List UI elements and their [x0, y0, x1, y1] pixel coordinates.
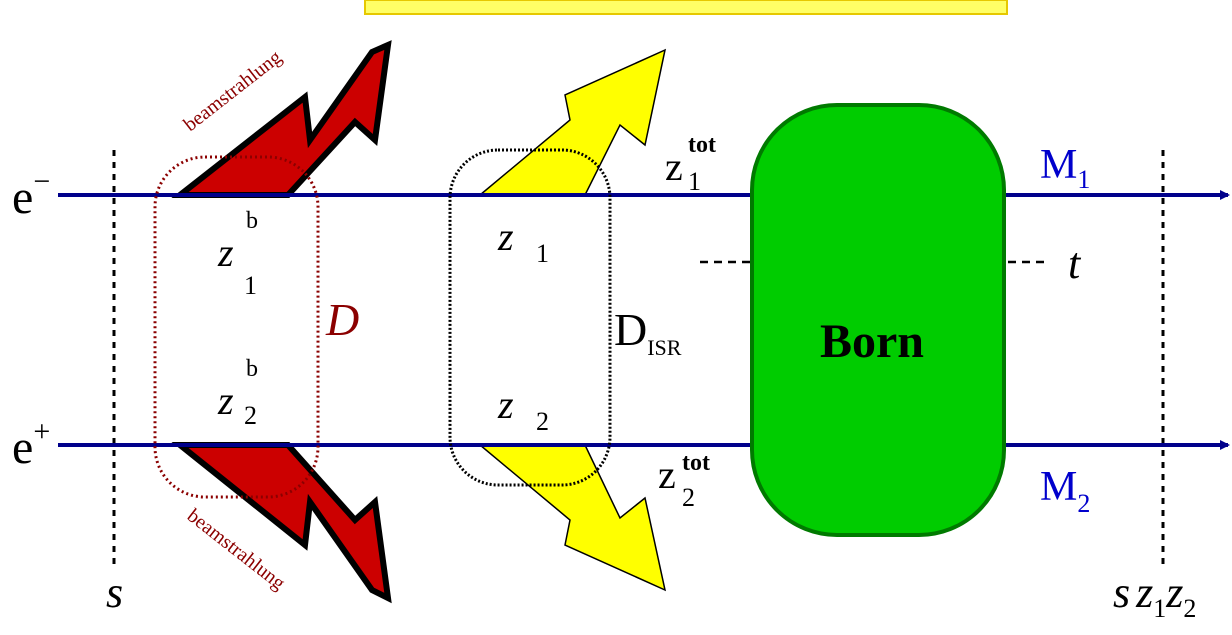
title-box: [364, 0, 1008, 15]
z2b-base: z: [217, 378, 234, 423]
z1-sub: 1: [536, 239, 549, 268]
isr-box: [448, 148, 612, 487]
m2-sub: 2: [1077, 489, 1090, 518]
z1tot-base: z: [665, 144, 683, 189]
d-isr-sub: ISR: [647, 335, 682, 360]
positron-label: e+: [12, 415, 50, 474]
z2tot-base: z: [658, 452, 676, 497]
z2b-sup: b: [246, 356, 258, 382]
z1-base: z: [497, 214, 514, 259]
m1-label: M1: [1040, 142, 1090, 194]
z2-sub: 2: [536, 407, 549, 436]
positron-charge: +: [33, 415, 50, 448]
z2tot-sub: 2: [682, 483, 695, 512]
electron-base: e: [12, 171, 33, 224]
z2b-sub: 2: [244, 401, 257, 430]
z2b-label: zb 2: [217, 356, 258, 430]
isr-top-arrow: [477, 48, 667, 196]
electron-charge: −: [33, 165, 50, 198]
sz1z2-z1-sub: 1: [1153, 594, 1166, 623]
m2-base: M: [1040, 464, 1077, 510]
sz1z2-z1: z: [1135, 568, 1153, 617]
z1b-sup: b: [246, 208, 258, 234]
z2-base: z: [497, 382, 514, 427]
isr-bottom-arrow: [477, 444, 667, 592]
z1tot-sub: 1: [688, 167, 701, 196]
d-label: D: [325, 294, 359, 345]
d-isr-label: DISR: [614, 304, 682, 360]
positron-base: e: [12, 421, 33, 474]
m2-label: M2: [1040, 464, 1090, 518]
t-label: t: [1068, 239, 1082, 288]
sz1z2-s: s: [1113, 568, 1130, 617]
d-isr-base: D: [614, 304, 647, 355]
beamstrahlung-bottom-arrow: [171, 442, 392, 604]
m1-sub: 1: [1077, 165, 1090, 194]
m1-base: M: [1040, 142, 1077, 188]
electron-label: e−: [12, 165, 50, 224]
born-blob: [750, 103, 1006, 537]
s-label: s: [106, 568, 123, 617]
z2tot-sup: tot: [682, 450, 710, 476]
born-label: Born: [820, 315, 924, 368]
sz1z2-z2-sub: 2: [1183, 594, 1196, 623]
beamstrahlung-box: [153, 155, 320, 499]
sz1z2-z2: z: [1165, 568, 1183, 617]
z1tot-sup: tot: [688, 132, 716, 158]
z1b-label: zb 1: [217, 208, 258, 300]
z1b-base: z: [217, 230, 234, 275]
z1b-sub: 1: [244, 271, 257, 300]
